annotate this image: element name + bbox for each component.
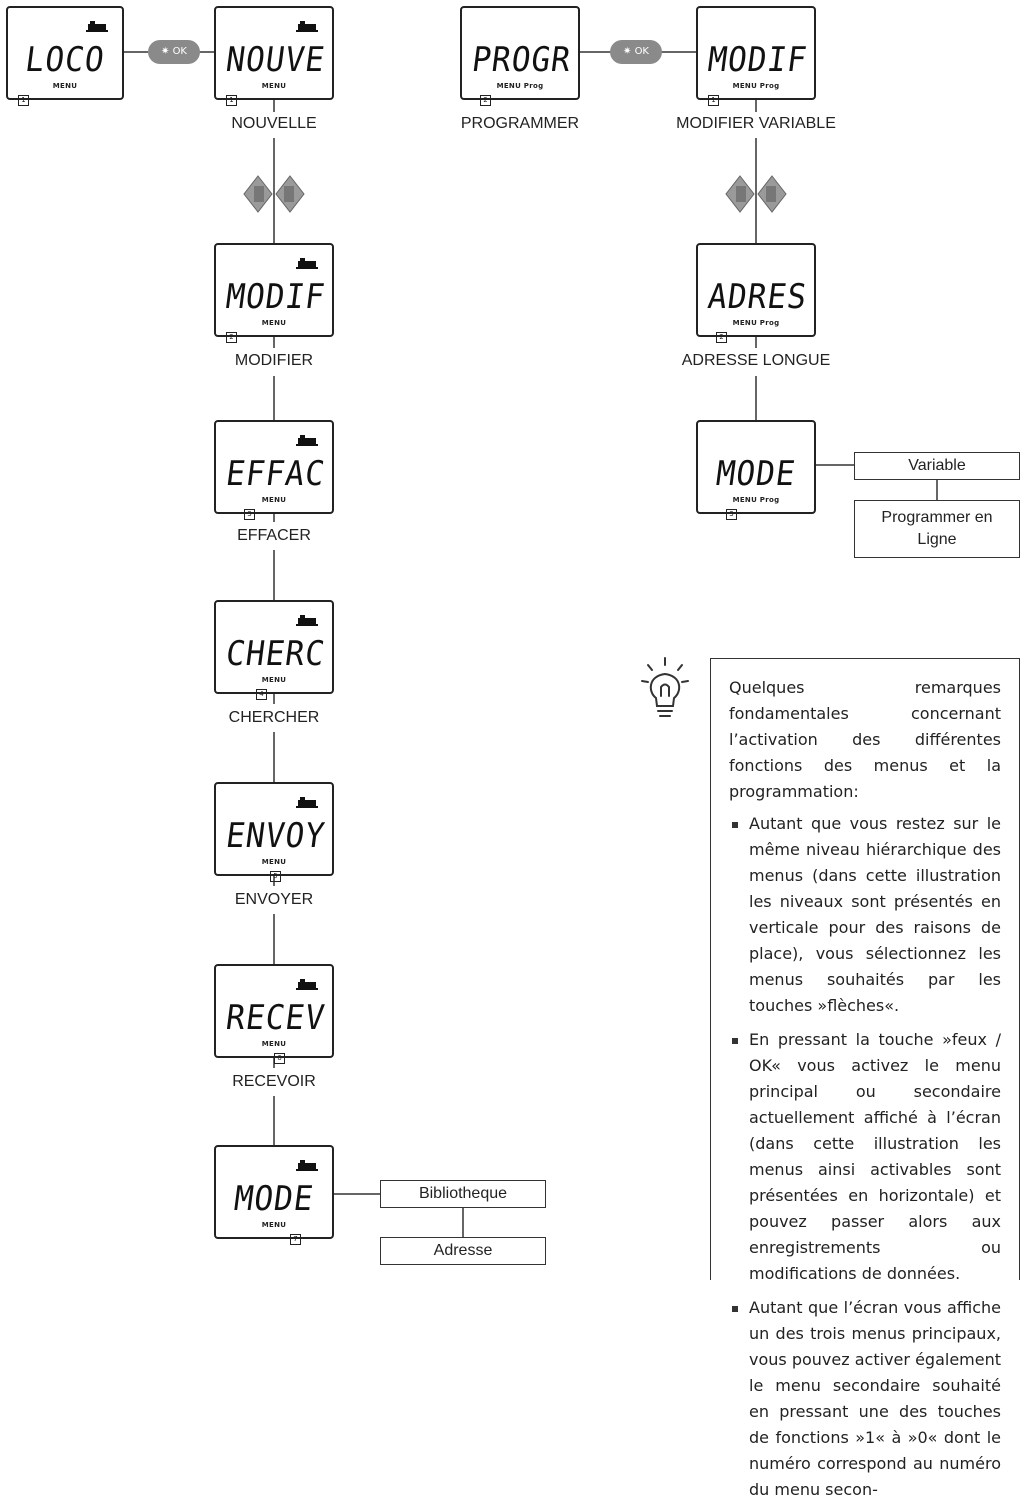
label-envoyer: ENVOYER xyxy=(234,891,314,908)
lcd-text: CHERC xyxy=(223,634,328,674)
label-effacer: EFFACER xyxy=(237,527,311,544)
lcd-number: 6 xyxy=(274,1053,285,1064)
box-adresse: Adresse xyxy=(380,1237,546,1265)
lcd-text: MODE xyxy=(713,454,799,494)
lcd-nouve: NOUVE MENU 1 xyxy=(214,6,334,106)
ok-label: OK xyxy=(634,46,649,57)
lcd-text: ENVOY xyxy=(223,816,328,856)
lcd-adres: ADRES MENU Prog 2 xyxy=(696,243,816,343)
lcd-text: RECEV xyxy=(223,998,328,1038)
label-modifier-variable: MODIFIER VARIABLE xyxy=(676,115,836,132)
lcd-number: 1 xyxy=(226,95,237,106)
lcd-modif-left: MODIF MENU 2 xyxy=(214,243,334,343)
locomotive-icon xyxy=(296,258,318,269)
note-item: Autant que vous restez sur le même nivea… xyxy=(729,811,1001,1019)
lcd-text: PROGR xyxy=(469,40,574,80)
lcd-cherc: CHERC MENU 4 xyxy=(214,600,334,700)
ok-button-right: ✷ OK xyxy=(610,40,662,64)
lcd-loco: LOCO MENU 1 xyxy=(6,6,124,106)
ok-label: OK xyxy=(172,46,187,57)
arrow-keys-icon xyxy=(725,175,787,213)
label-nouvelle: NOUVELLE xyxy=(231,115,317,132)
lcd-text: MODIF xyxy=(705,40,810,80)
lcd-mode-left: MODE MENU 7 xyxy=(214,1145,334,1245)
lcd-text: MODIF xyxy=(223,277,328,317)
lcd-number: 3 xyxy=(244,509,255,520)
lcd-number: 2 xyxy=(716,332,727,343)
lcd-number: 5 xyxy=(270,871,281,882)
locomotive-icon xyxy=(296,21,318,32)
locomotive-icon xyxy=(296,615,318,626)
lcd-text: ADRES xyxy=(705,277,810,317)
lcd-number: 2 xyxy=(226,332,237,343)
label-recevoir: RECEVOIR xyxy=(232,1073,316,1090)
box-bibliotheque: Bibliotheque xyxy=(380,1180,546,1208)
light-icon: ✷ xyxy=(160,46,170,57)
lcd-menu-label: MENU xyxy=(52,82,78,90)
lcd-number: 2 xyxy=(480,95,491,106)
lcd-menu-label: MENU xyxy=(261,1040,287,1048)
locomotive-icon xyxy=(296,979,318,990)
lcd-menu-label: MENU Prog xyxy=(732,496,780,504)
lcd-modif-right: MODIF MENU Prog 1 xyxy=(696,6,816,106)
locomotive-icon xyxy=(296,1160,318,1171)
label-chercher: CHERCHER xyxy=(228,709,320,726)
lcd-number: 3 xyxy=(726,509,737,520)
locomotive-icon xyxy=(86,21,108,32)
lcd-mode-right: MODE MENU Prog 3 xyxy=(696,420,816,520)
arrow-keys-icon xyxy=(243,175,305,213)
lcd-text: LOCO xyxy=(22,40,108,80)
lcd-menu-label: MENU xyxy=(261,858,287,866)
lcd-text: MODE xyxy=(231,1179,317,1219)
note-list: Autant que vous restez sur le même nivea… xyxy=(729,811,1001,1503)
lcd-number: 1 xyxy=(708,95,719,106)
light-icon: ✷ xyxy=(622,46,632,57)
note-box: Quelques remarques fondamentales concern… xyxy=(710,658,1020,1499)
note-item: Autant que l’écran vous affiche un des t… xyxy=(729,1295,1001,1503)
lcd-menu-label: MENU xyxy=(261,82,287,90)
lcd-menu-label: MENU xyxy=(261,1221,287,1229)
note-item: En pressant la touche »feux / OK« vous a… xyxy=(729,1027,1001,1287)
lcd-effac: EFFAC MENU 3 xyxy=(214,420,334,520)
lcd-text: EFFAC xyxy=(223,454,328,494)
lcd-text: NOUVE xyxy=(223,40,328,80)
box-programmer-en-ligne: Programmer en Ligne xyxy=(854,500,1020,558)
lcd-menu-label: MENU Prog xyxy=(732,82,780,90)
lcd-envoy: ENVOY MENU 5 xyxy=(214,782,334,882)
lightbulb-icon xyxy=(641,657,689,717)
lcd-number: 7 xyxy=(290,1234,301,1245)
lcd-number: 4 xyxy=(256,689,267,700)
label-programmer: PROGRAMMER xyxy=(460,115,580,132)
note-intro: Quelques remarques fondamentales concern… xyxy=(729,678,1001,801)
lcd-recev: RECEV MENU 6 xyxy=(214,964,334,1064)
locomotive-icon xyxy=(296,797,318,808)
lcd-number: 1 xyxy=(18,95,29,106)
box-variable: Variable xyxy=(854,452,1020,480)
lcd-menu-label: MENU xyxy=(261,496,287,504)
label-adresse-longue: ADRESSE LONGUE xyxy=(681,352,831,369)
label-modifier: MODIFIER xyxy=(234,352,314,369)
ok-button-left: ✷ OK xyxy=(148,40,200,64)
locomotive-icon xyxy=(296,435,318,446)
lcd-menu-label: MENU Prog xyxy=(496,82,544,90)
lcd-menu-label: MENU xyxy=(261,319,287,327)
lcd-menu-label: MENU xyxy=(261,676,287,684)
lcd-menu-label: MENU Prog xyxy=(732,319,780,327)
lcd-progr: PROGR MENU Prog 2 xyxy=(460,6,580,106)
